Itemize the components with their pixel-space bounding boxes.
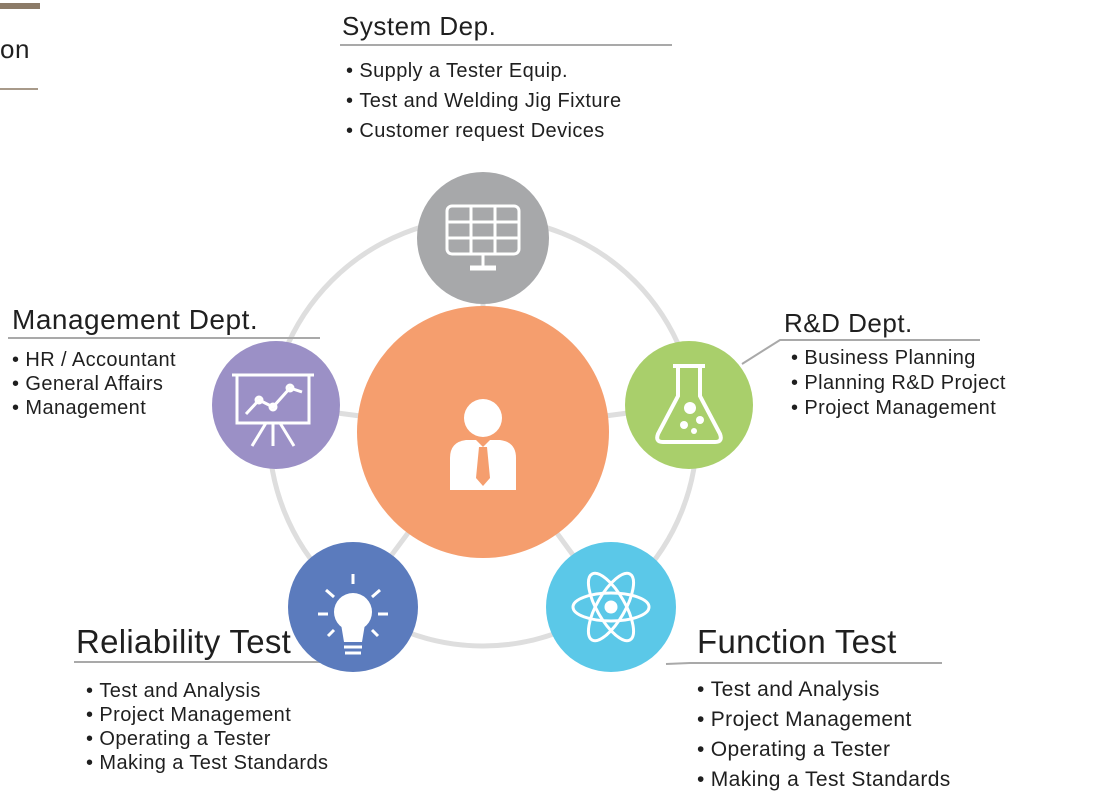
header-accent-bar xyxy=(0,3,40,9)
list-item: Management xyxy=(12,396,176,420)
list-item: Customer request Devices xyxy=(346,116,621,146)
presentation-board-icon xyxy=(232,373,314,447)
list-item: Test and Analysis xyxy=(697,675,951,705)
management-dept-title: Management Dept. xyxy=(12,304,259,335)
management-dept-items: HR / Accountant General Affairs Manageme… xyxy=(12,348,176,420)
list-item: General Affairs xyxy=(12,372,176,396)
list-item: Operating a Tester xyxy=(697,735,951,765)
label-connectors xyxy=(8,44,980,665)
list-item: Operating a Tester xyxy=(86,727,328,751)
list-item: Making a Test Standards xyxy=(697,765,951,795)
header-title-fragment: on xyxy=(0,34,30,64)
list-item: Test and Welding Jig Fixture xyxy=(346,86,621,116)
list-item: Supply a Tester Equip. xyxy=(346,56,621,86)
system-dept-items: Supply a Tester Equip. Test and Welding … xyxy=(346,56,621,146)
list-item: Project Management xyxy=(86,703,328,727)
list-item: Project Management xyxy=(697,705,951,735)
person-icon xyxy=(450,399,516,490)
atom-icon xyxy=(571,571,651,643)
function-test-title: Function Test xyxy=(697,623,897,660)
function-test-items: Test and Analysis Project Management Ope… xyxy=(697,675,951,795)
rnd-dept-items: Business Planning Planning R&D Project P… xyxy=(791,346,1006,421)
list-item: Project Management xyxy=(791,396,1006,421)
reliability-test-items: Test and Analysis Project Management Ope… xyxy=(86,679,328,775)
reliability-test-title: Reliability Test xyxy=(76,623,292,660)
flask-icon xyxy=(655,364,723,444)
list-item: Making a Test Standards xyxy=(86,751,328,775)
rnd-dept-title: R&D Dept. xyxy=(784,308,913,338)
list-item: HR / Accountant xyxy=(12,348,176,372)
solar-panel-icon xyxy=(445,204,521,271)
list-item: Test and Analysis xyxy=(86,679,328,703)
lightbulb-icon xyxy=(318,574,388,655)
list-item: Planning R&D Project xyxy=(791,371,1006,396)
system-dept-title: System Dep. xyxy=(342,11,497,41)
list-item: Business Planning xyxy=(791,346,1006,371)
